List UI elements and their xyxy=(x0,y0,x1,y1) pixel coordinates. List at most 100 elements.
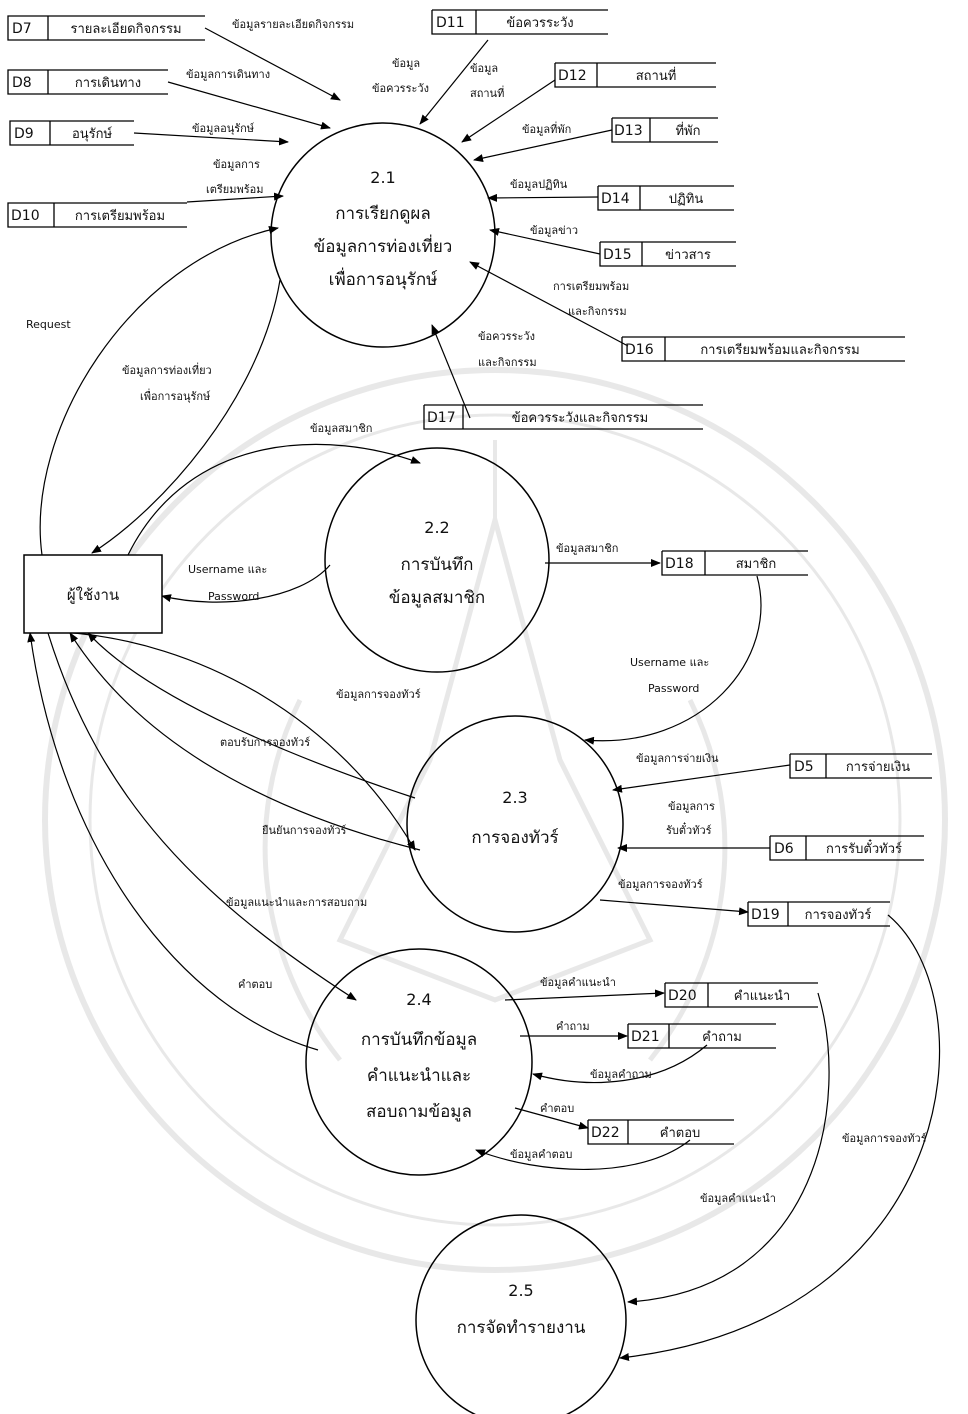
flow-label: ข้อมูลแนะนำและการสอบถาม xyxy=(226,896,367,909)
data-store-d12-name: สถานที่ xyxy=(636,67,677,84)
data-store-d11-id: D11 xyxy=(436,15,465,31)
flow-label: ข้อมูลการจองทัวร์ xyxy=(336,688,421,701)
flow-label: ข้อมูลสมาชิก xyxy=(556,542,618,555)
data-store-d7: D7 รายละเอียดกิจกรรม xyxy=(7,15,205,41)
data-store-d6: D6 การรับตั๋วทัวร์ xyxy=(769,835,924,861)
data-store-d7-id: D7 xyxy=(12,21,32,37)
process-2-4-number: 2.4 xyxy=(406,990,431,1009)
flow-label: ข้อมูลที่พัก xyxy=(522,121,571,136)
university-seal-watermark xyxy=(42,367,948,1273)
data-store-d5-name: การจ่ายเงิน xyxy=(846,760,910,775)
flow-labels: ข้อมูลรายละเอียดกิจกรรม ข้อมูลการเดินทาง… xyxy=(26,18,927,1205)
flow-label: คำตอบ xyxy=(540,1102,574,1115)
process-2-4-line-2: คำแนะนำและ xyxy=(367,1066,471,1086)
data-store-d6-name: การรับตั๋วทัวร์ xyxy=(826,839,902,857)
process-2-5: 2.5 การจัดทำรายงาน xyxy=(415,1214,627,1414)
data-store-d7-name: รายละเอียดกิจกรรม xyxy=(70,21,181,37)
process-2-1-line-2: ข้อมูลการท่องเที่ยว xyxy=(314,234,453,257)
data-store-d6-id: D6 xyxy=(774,841,794,857)
flow-label: ข้อควรระวัง xyxy=(478,330,535,343)
data-store-d19: D19 การจองทัวร์ xyxy=(747,901,890,927)
process-2-1-line-3: เพื่อการอนุรักษ์ xyxy=(329,267,438,290)
flow-label: Password xyxy=(208,590,259,603)
flow-label: ข้อมูลรายละเอียดกิจกรรม xyxy=(232,18,354,31)
process-2-4: 2.4 การบันทึกข้อมูล คำแนะนำและ สอบถามข้อ… xyxy=(305,948,533,1176)
flow-label: ข้อมูล xyxy=(392,57,420,70)
data-store-d9: D9 อนุรักษ์ xyxy=(9,120,134,146)
data-store-d14-name: ปฏิทิน xyxy=(669,192,704,207)
data-store-d18: D18 สมาชิก xyxy=(661,550,808,576)
data-store-d8-id: D8 xyxy=(12,75,32,91)
external-entity-user: ผู้ใช้งาน xyxy=(23,554,163,634)
process-2-2-number: 2.2 xyxy=(424,518,449,537)
flow-label: ข้อมูล xyxy=(470,62,498,75)
flow-label: ตอบรับการจองทัวร์ xyxy=(220,736,310,749)
data-store-d22-name: คำตอบ xyxy=(660,1126,701,1141)
process-2-3-number: 2.3 xyxy=(502,788,527,807)
flow-label: คำตอบ xyxy=(238,978,272,991)
data-store-d21-id: D21 xyxy=(631,1029,660,1045)
data-store-d12: D12 สถานที่ xyxy=(554,62,716,88)
process-2-2: 2.2 การบันทึก ข้อมูลสมาชิก xyxy=(324,447,550,673)
data-store-d15: D15 ข่าวสาร xyxy=(599,241,736,267)
data-store-d14: D14 ปฏิทิน xyxy=(597,185,734,211)
data-store-d11: D11 ข้อควรระวัง xyxy=(431,9,608,35)
flow-label: เพื่อการอนุรักษ์ xyxy=(140,388,211,403)
data-store-d13-id: D13 xyxy=(614,123,643,139)
data-store-d11-name: ข้อควรระวัง xyxy=(506,16,573,31)
flow-label: ข้อมูลคำแนะนำ xyxy=(700,1192,776,1205)
data-store-d9-id: D9 xyxy=(14,126,34,142)
data-store-d20: D20 คำแนะนำ xyxy=(664,982,818,1008)
flow-label: ข้อมูลสมาชิก xyxy=(310,422,372,435)
flow-label: สถานที่ xyxy=(470,85,504,100)
flow-label: ข้อมูลการเดินทาง xyxy=(186,68,270,81)
flow-label: คำถาม xyxy=(556,1020,590,1033)
data-store-d20-id: D20 xyxy=(668,988,697,1004)
flow-label: การเตรียมพร้อม xyxy=(553,280,629,293)
external-entity-label: ผู้ใช้งาน xyxy=(67,586,119,604)
process-2-3-line-1: การจองทัวร์ xyxy=(471,828,558,848)
flow-label: และกิจกรรม xyxy=(568,305,627,318)
flow-label: ข้อมูลข่าว xyxy=(530,224,578,237)
process-2-4-line-3: สอบถามข้อมูล xyxy=(366,1102,472,1122)
data-store-d10: D10 การเตรียมพร้อม xyxy=(7,202,187,228)
data-store-d22: D22 คำตอบ xyxy=(587,1119,734,1145)
data-store-d8: D8 การเดินทาง xyxy=(7,69,168,95)
flow-label: ข้อมูลคำตอบ xyxy=(510,1148,572,1161)
process-2-1-number: 2.1 xyxy=(370,168,395,187)
data-store-d17-id: D17 xyxy=(427,410,456,426)
process-2-3: 2.3 การจองทัวร์ xyxy=(406,715,624,933)
process-2-5-number: 2.5 xyxy=(508,1281,533,1300)
data-store-d19-id: D19 xyxy=(751,907,780,923)
flow-label: เตรียมพร้อม xyxy=(206,183,264,196)
data-store-d21-name: คำถาม xyxy=(702,1030,742,1045)
process-2-2-line-2: ข้อมูลสมาชิก xyxy=(389,588,485,608)
flow-label: Request xyxy=(26,318,71,331)
flow-label: ข้อมูลการจองทัวร์ xyxy=(842,1132,927,1145)
data-store-d13: D13 ที่พัก xyxy=(611,117,718,143)
flow-label: ข้อมูลการจ่ายเงิน xyxy=(636,752,719,765)
process-2-5-line-1: การจัดทำรายงาน xyxy=(457,1318,586,1338)
flow-label: ข้อมูลการจองทัวร์ xyxy=(618,878,703,891)
flow-label: ข้อมูลคำแนะนำ xyxy=(540,976,616,989)
process-2-1: 2.1 การเรียกดูผล ข้อมูลการท่องเที่ยว เพื… xyxy=(270,122,496,348)
flow-label: ข้อมูลคำถาม xyxy=(590,1068,652,1081)
flow-label: ยืนยันการจองทัวร์ xyxy=(262,824,347,837)
data-store-d10-id: D10 xyxy=(11,208,40,224)
flow-label: และกิจกรรม xyxy=(478,356,537,369)
flow-lines xyxy=(27,27,941,1361)
data-store-d14-id: D14 xyxy=(601,191,630,207)
flow-label: Password xyxy=(648,682,699,695)
data-store-d21: D21 คำถาม xyxy=(627,1023,776,1049)
process-2-1-line-1: การเรียกดูผล xyxy=(335,204,431,224)
data-store-d18-name: สมาชิก xyxy=(736,557,777,572)
flow-label: Username และ xyxy=(630,656,709,669)
data-store-d19-name: การจองทัวร์ xyxy=(805,907,872,923)
flow-label: ข้อมูลการท่องเที่ยว xyxy=(122,362,212,377)
flow-label: ข้อมูลการ xyxy=(213,158,260,171)
data-store-d10-name: การเตรียมพร้อม xyxy=(75,208,165,224)
data-store-d15-id: D15 xyxy=(603,247,632,263)
data-store-d17: D17 ข้อควรระวังและกิจกรรม xyxy=(423,404,703,430)
data-store-d16-name: การเตรียมพร้อมและกิจกรรม xyxy=(700,342,859,358)
